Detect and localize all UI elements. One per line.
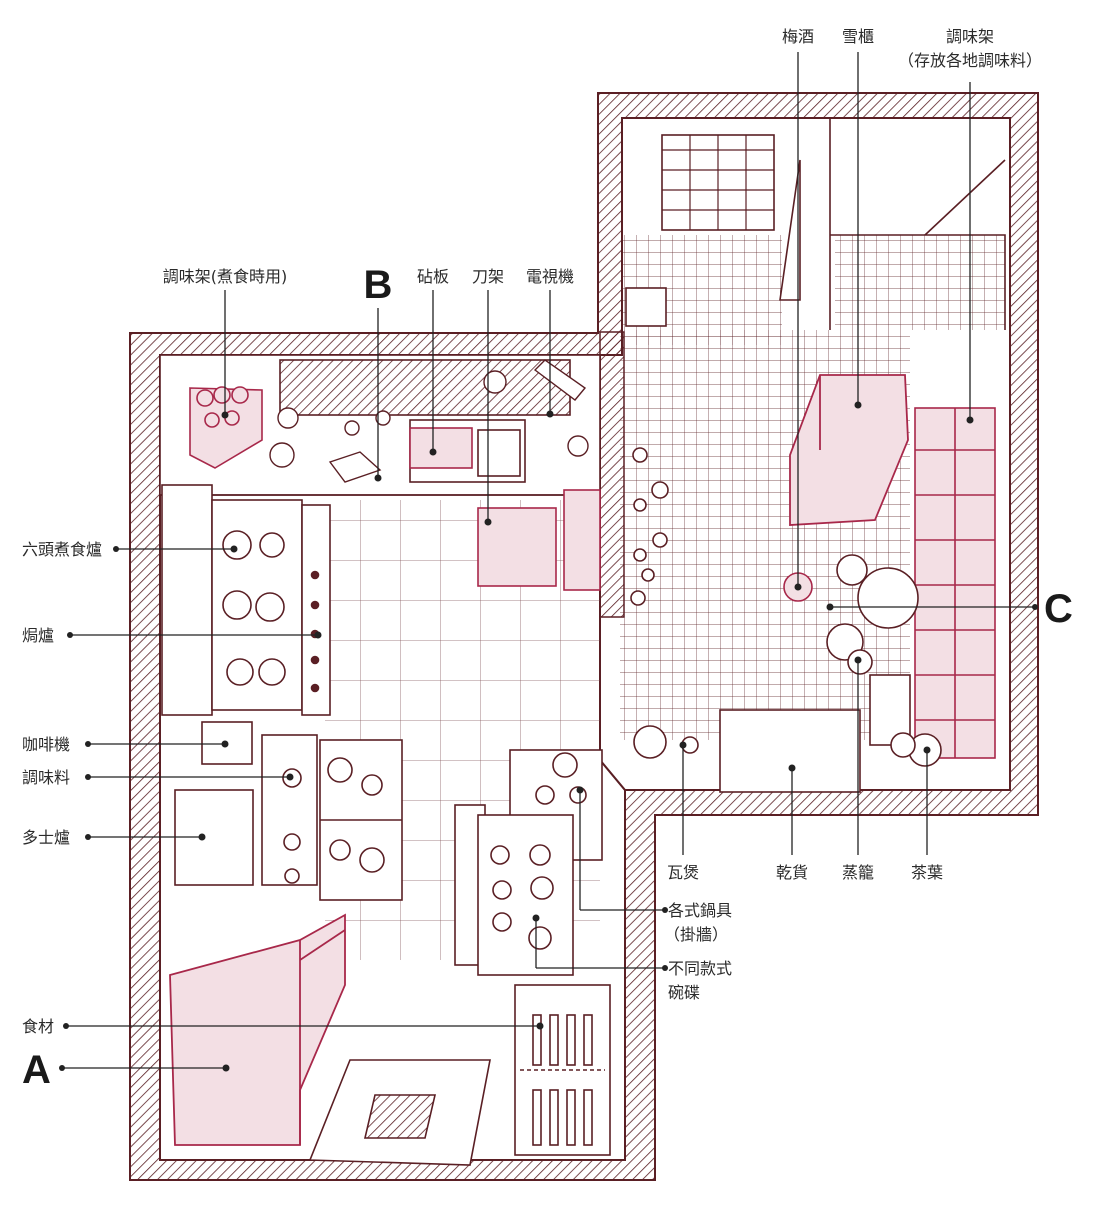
marker-b: B [364,263,393,307]
labels: 梅酒 雪櫃 調味架 （存放各地調味料） 調味架(煮食時用) B 砧板 刀架 電視… [22,27,1073,1092]
label-dishes-line2: 碗碟 [668,983,700,1002]
label-tv: 電視機 [526,267,574,286]
label-spice-rack-right-note: （存放各地調味料） [898,51,1042,70]
label-tea-leaves: 茶葉 [911,863,943,882]
label-spice-rack-cooking: 調味架(煮食時用) [163,267,288,286]
fridge-a [169,913,346,1146]
cutting-board [409,427,473,469]
clay-pot [633,725,667,759]
floor-hatch [308,1059,491,1166]
left-appliances [174,721,403,901]
label-spice-rack-right: 調味架 [946,27,994,46]
marker-a: A [22,1048,51,1092]
stove-counter [161,484,331,716]
label-oven: 焗爐 [22,626,54,645]
marker-c: C [1044,587,1073,631]
upper-floor-grid-2 [835,235,1005,330]
dried-goods-box [719,709,861,793]
label-ume-wine: 梅酒 [782,27,814,46]
fridge-c [789,374,909,526]
center-shelves [454,749,611,1156]
label-cookware-line2: （掛牆） [664,925,728,944]
label-steamer: 蒸籠 [842,863,874,882]
label-cutting-board: 砧板 [417,267,449,286]
leader-dots [59,401,1038,1072]
label-ingredients: 食材 [22,1017,54,1036]
upper-alcoves [625,118,1006,330]
label-dried-goods: 乾貨 [776,863,808,882]
spice-rack-right [914,407,996,759]
label-knife-rack: 刀架 [472,267,504,286]
label-dishes-line1: 不同款式 [668,959,732,978]
leader-lines [62,52,1035,1069]
label-fridge-top: 雪櫃 [842,27,874,46]
counter-items [269,359,589,483]
label-seasoning: 調味料 [22,768,70,787]
label-clay-pot: 瓦煲 [667,863,699,882]
label-toaster-oven: 多士爐 [22,828,70,847]
label-cookware-line1: 各式鍋具 [668,901,732,920]
spice-rack-cooking [189,386,263,469]
right-room-items [630,447,942,793]
label-six-burner-stove: 六頭煮食爐 [22,540,102,559]
burner [222,530,252,560]
label-coffee-machine: 咖啡機 [22,735,70,754]
